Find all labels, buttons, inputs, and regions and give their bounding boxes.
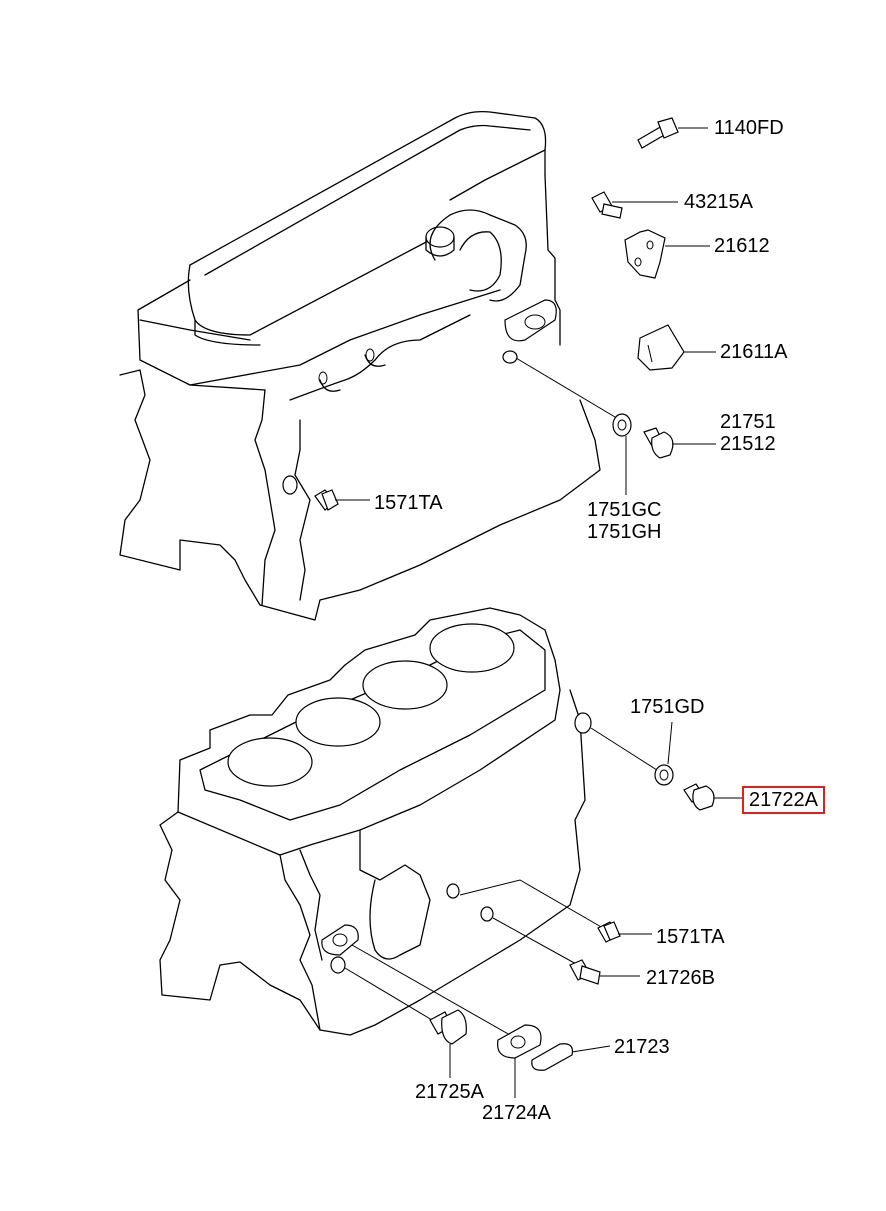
bolt-43215a bbox=[591, 191, 623, 219]
fitting-21725a bbox=[429, 1009, 467, 1045]
label-21722a-highlighted[interactable]: 21722A bbox=[742, 786, 825, 814]
cylinder-bore-4 bbox=[429, 623, 515, 673]
bracket-21611a bbox=[637, 324, 685, 371]
plug-21722a bbox=[683, 783, 715, 811]
cylinder-bore-3 bbox=[362, 660, 448, 710]
fitting-1571ta-top bbox=[314, 489, 339, 511]
label-1751gc[interactable]: 1751GC bbox=[587, 499, 662, 521]
washer-1751gc bbox=[612, 413, 632, 437]
upper-engine-block bbox=[119, 110, 716, 621]
label-1571ta-top[interactable]: 1571TA bbox=[374, 492, 443, 514]
fitting-1571ta-bottom bbox=[597, 921, 621, 943]
label-43215a[interactable]: 43215A bbox=[684, 191, 753, 213]
label-1571ta-bottom[interactable]: 1571TA bbox=[656, 926, 725, 948]
gasket-21724a bbox=[497, 1024, 542, 1059]
cover-plate-21723 bbox=[531, 1043, 574, 1071]
outlet-gasket bbox=[504, 299, 557, 342]
label-21726b[interactable]: 21726B bbox=[646, 967, 715, 989]
sensor-21726b bbox=[569, 959, 601, 985]
label-21724a[interactable]: 21724A bbox=[482, 1102, 551, 1124]
lower-cylinder-block bbox=[159, 607, 742, 1098]
cylinder-bore-2 bbox=[295, 697, 381, 747]
label-1140fd[interactable]: 1140FD bbox=[714, 117, 784, 139]
bracket-21612 bbox=[624, 229, 666, 279]
label-21723[interactable]: 21723 bbox=[614, 1036, 670, 1058]
washer-1751gd bbox=[654, 764, 674, 786]
drain-plug-21751 bbox=[643, 427, 674, 459]
label-21612[interactable]: 21612 bbox=[714, 235, 770, 257]
label-21725a[interactable]: 21725A bbox=[415, 1081, 484, 1103]
label-21751[interactable]: 21751 bbox=[720, 411, 776, 433]
cylinder-bore-1 bbox=[227, 737, 313, 787]
label-21512[interactable]: 21512 bbox=[720, 433, 776, 455]
label-1751gd[interactable]: 1751GD bbox=[630, 696, 705, 718]
bolt-1140fd bbox=[637, 117, 679, 149]
label-21611a[interactable]: 21611A bbox=[720, 341, 788, 363]
label-1751gh[interactable]: 1751GH bbox=[587, 521, 662, 543]
